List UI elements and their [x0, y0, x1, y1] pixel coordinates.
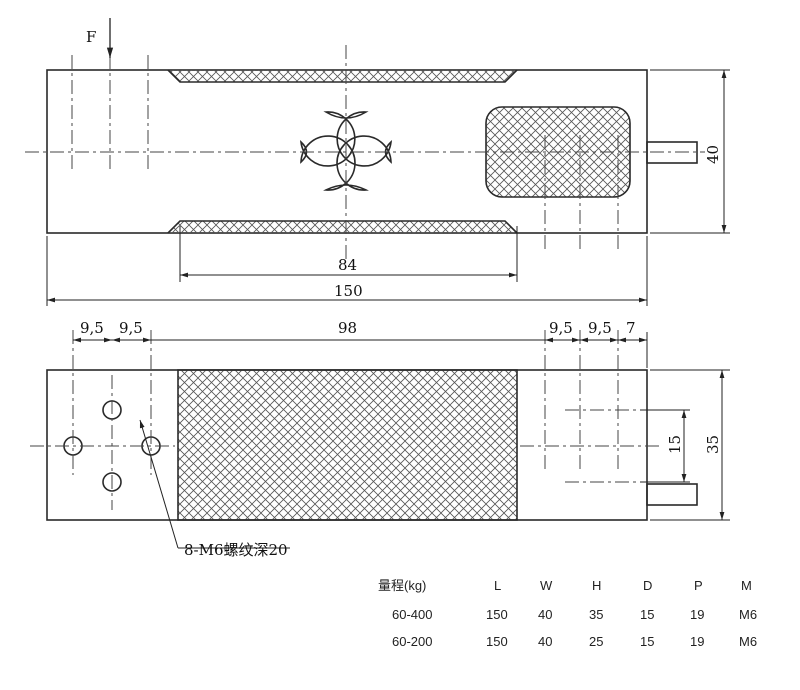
thread-leader — [139, 419, 290, 549]
table-header-m: M — [741, 578, 752, 593]
force-arrow: F — [86, 18, 114, 58]
table-header-h: H — [592, 578, 601, 593]
table-cell: 19 — [690, 634, 704, 649]
table-cell: 35 — [589, 607, 603, 622]
front-view — [46, 369, 698, 521]
gauge-window — [177, 369, 518, 521]
dim-40 — [650, 69, 730, 234]
dim-150-label: 150 — [334, 282, 363, 300]
dim-84-label: 84 — [338, 256, 357, 274]
table-cell: 60-200 — [392, 634, 432, 649]
table-cell: 25 — [589, 634, 603, 649]
front-centerlines — [30, 330, 660, 510]
dim-40-label: 40 — [704, 145, 722, 164]
front-top-dims — [73, 332, 648, 368]
table-header-d: D — [643, 578, 652, 593]
table-header-range: 量程(kg) — [378, 578, 426, 593]
dim-84 — [179, 226, 518, 282]
dim-35 — [650, 369, 730, 521]
dim-9-5-d: 9,5 — [588, 319, 612, 337]
table-cell: M6 — [739, 607, 757, 622]
dim-9-5-c: 9,5 — [549, 319, 573, 337]
table-cell: 40 — [538, 634, 552, 649]
bottom-recess — [167, 220, 518, 234]
dim-15-label: 15 — [666, 435, 684, 454]
table-cell: 150 — [486, 634, 508, 649]
dim-15 — [640, 409, 690, 483]
top-recess — [167, 69, 518, 83]
cable-top — [646, 141, 698, 164]
table-header-w: W — [540, 578, 553, 593]
table-cell: 15 — [640, 634, 654, 649]
dim-35-label: 35 — [704, 435, 722, 454]
dim-9-5-b: 9,5 — [119, 319, 143, 337]
force-label: F — [86, 28, 96, 46]
table-cell: 60-400 — [392, 607, 432, 622]
spec-table: 量程(kg) L W H D P M 60-400 150 40 35 15 1… — [378, 578, 757, 649]
dim-150 — [46, 236, 648, 306]
mount-hole — [102, 472, 122, 492]
table-cell: 40 — [538, 607, 552, 622]
table-cell: 15 — [640, 607, 654, 622]
dim-9-5-a: 9,5 — [80, 319, 104, 337]
table-cell: 19 — [690, 607, 704, 622]
table-cell: M6 — [739, 634, 757, 649]
dim-7: 7 — [626, 319, 636, 337]
cable-front — [646, 483, 698, 506]
table-cell: 150 — [486, 607, 508, 622]
table-header-l: L — [494, 578, 501, 593]
dim-98: 98 — [338, 319, 357, 337]
table-header-p: P — [694, 578, 703, 593]
top-centerlines — [25, 45, 705, 260]
thread-note: 8-M6螺纹深20 — [184, 541, 288, 559]
